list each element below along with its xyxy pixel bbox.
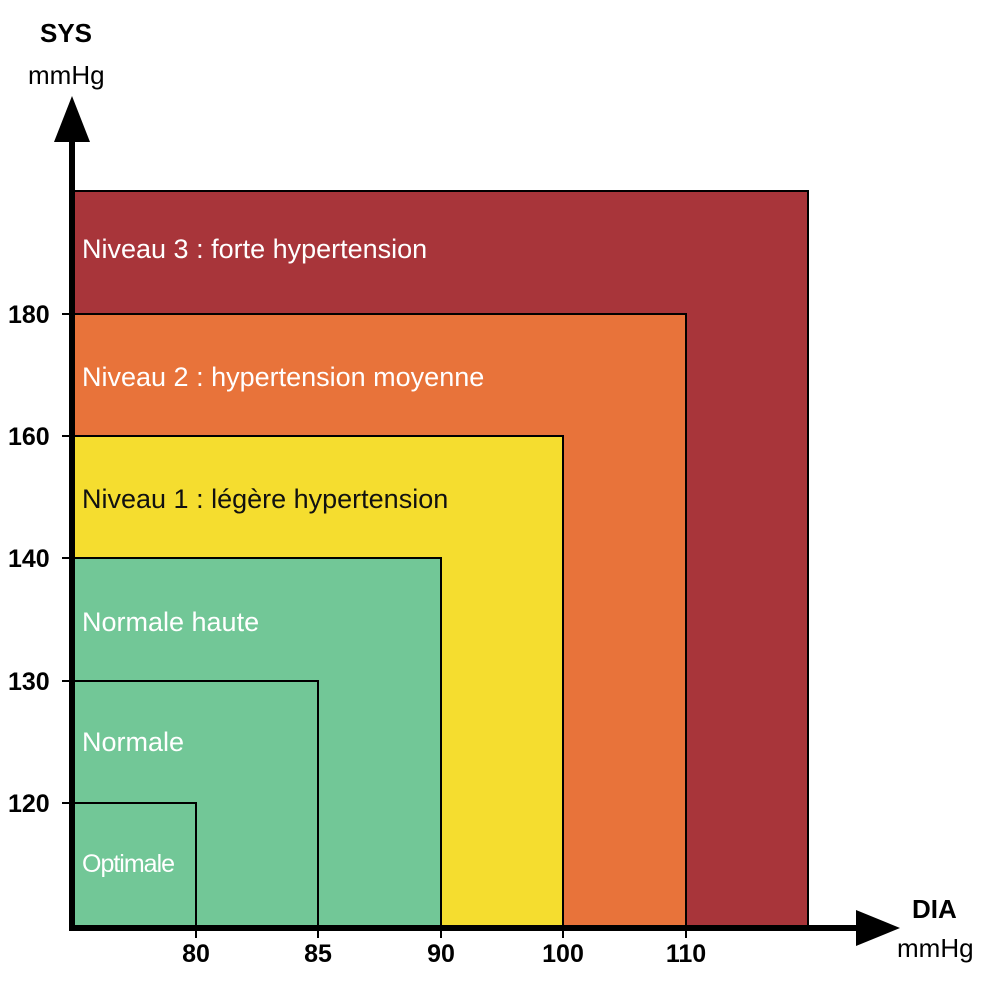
x-tick-label-100: 100 [542, 940, 584, 968]
zone-label-4: Normale haute [82, 607, 259, 637]
y-tick-label-120: 120 [8, 790, 50, 818]
y-tick-label-180: 180 [8, 301, 50, 329]
y-tick-label-140: 140 [8, 545, 50, 573]
y-axis-title: SYS [40, 18, 93, 48]
y-tick-label-160: 160 [8, 423, 50, 451]
axes-layer [54, 96, 900, 946]
ticks-layer: 120 130 140 160 180 80 85 90 100 110 [8, 301, 706, 968]
zone-label-1: Niveau 3 : forte hypertension [82, 234, 427, 264]
x-tick-label-110: 110 [666, 940, 706, 968]
x-axis-arrow-icon [856, 910, 900, 946]
x-tick-label-80: 80 [182, 940, 210, 968]
y-axis-arrow-icon [54, 96, 90, 142]
zone-label-3: Niveau 1 : légère hypertension [82, 484, 448, 514]
x-tick-label-85: 85 [304, 940, 332, 968]
zone-label-5: Normale [82, 727, 184, 757]
zone-label-6: Optimale [82, 850, 174, 878]
x-axis-unit: mmHg [897, 933, 974, 963]
x-axis-title: DIA [912, 894, 957, 924]
y-axis-unit: mmHg [28, 60, 105, 90]
x-tick-label-90: 90 [427, 940, 455, 968]
y-tick-label-130: 130 [8, 668, 50, 696]
zone-label-2: Niveau 2 : hypertension moyenne [82, 362, 484, 392]
